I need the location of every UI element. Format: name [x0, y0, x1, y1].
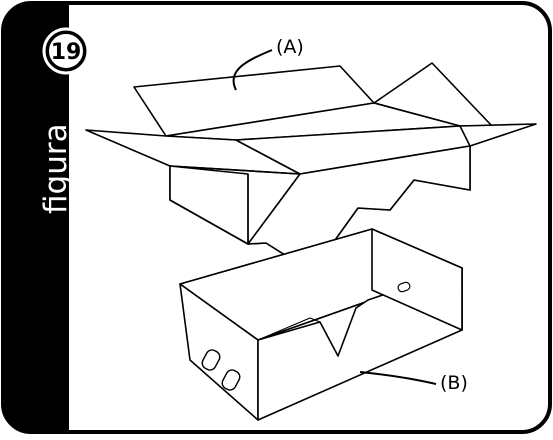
label-a: (A) — [276, 36, 304, 58]
figure-word: figura — [38, 123, 74, 214]
label-b: (B) — [440, 372, 468, 394]
figure-number: 19 — [51, 40, 82, 65]
